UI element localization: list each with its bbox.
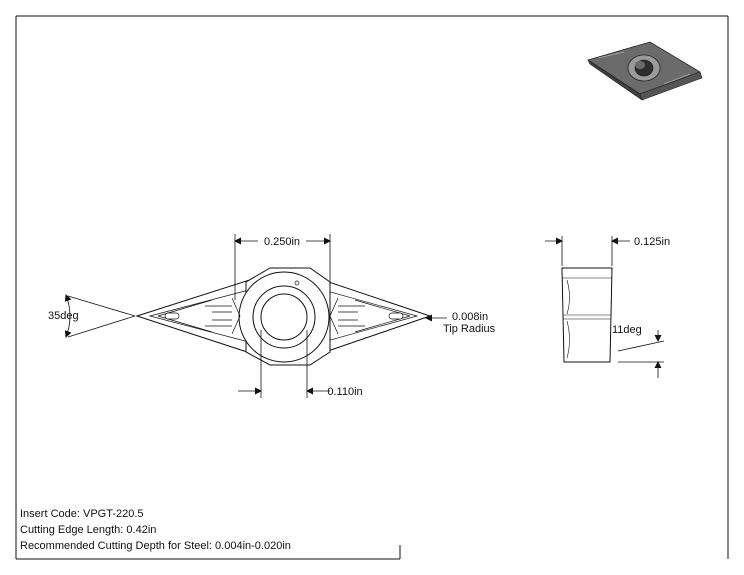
dim-thickness <box>545 236 630 266</box>
insert-side-view <box>561 267 613 363</box>
insert-code: Insert Code: VPGT-220.5 <box>20 508 144 520</box>
cutting-edge-length: Cutting Edge Length: 0.42in <box>20 524 157 536</box>
dim-width-top-label: 0.250in <box>264 236 300 248</box>
recommended-cutting-depth: Recommended Cutting Depth for Steel: 0.0… <box>20 540 291 552</box>
isometric-view <box>587 41 703 101</box>
dim-width-top <box>234 234 331 300</box>
tip-radius-label: Tip Radius <box>443 323 496 335</box>
dim-hole <box>238 330 330 398</box>
sheet-border <box>15 15 729 560</box>
dim-angle-label: 35deg <box>48 310 79 322</box>
dim-clearance-angle <box>617 330 665 378</box>
dim-angle <box>64 294 136 338</box>
dim-thickness-label: 0.125in <box>634 236 670 248</box>
dim-clearance-label: 11deg <box>612 324 642 336</box>
tip-radius-value: 0.008in <box>452 311 488 323</box>
insert-front-view <box>135 267 432 366</box>
dim-hole-label: 0.110in <box>327 386 362 398</box>
